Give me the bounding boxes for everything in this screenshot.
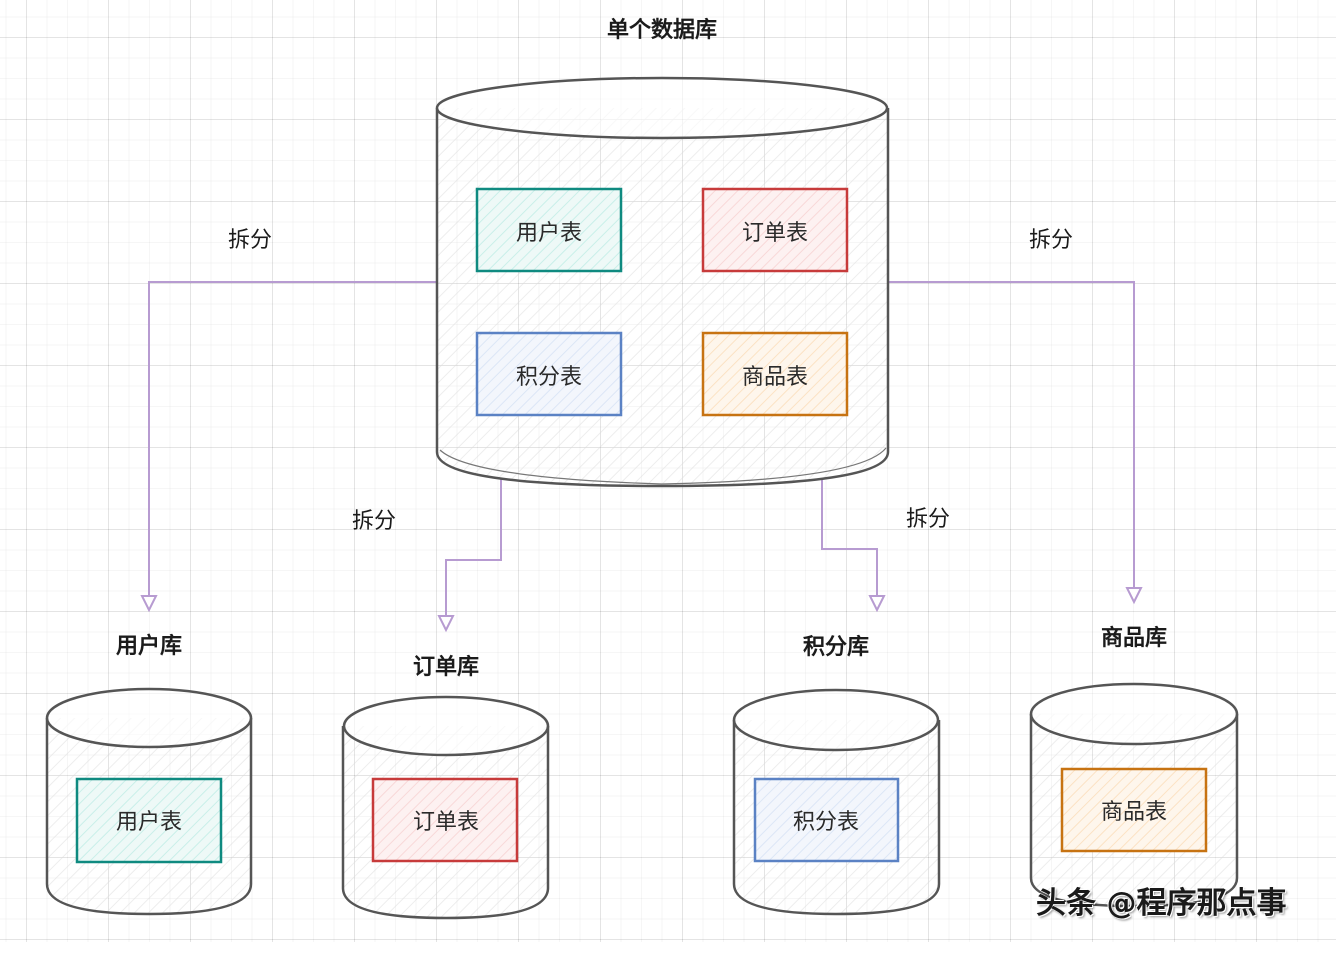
source-table-goods[interactable] (701, 331, 849, 417)
edge-label-order: 拆分 (351, 509, 397, 534)
target-table-order-label: 订单表 (412, 810, 480, 835)
target-table-user-label: 用户表 (115, 810, 183, 835)
source-table-order[interactable] (701, 187, 849, 273)
connectors (140, 281, 1143, 633)
source-table-user-label: 用户表 (515, 221, 583, 246)
arrowhead-goods-db (1125, 587, 1143, 605)
source-table-points[interactable] (475, 331, 623, 417)
source-table-user[interactable] (475, 187, 623, 273)
source-table-goods-label: 商品表 (741, 365, 809, 390)
target-table-points-label: 积分表 (792, 810, 860, 835)
target-db-order-title: 订单库 (412, 655, 480, 680)
source-table-order-label: 订单表 (741, 221, 809, 246)
edge-to-points-db (821, 478, 878, 602)
source-cylinder-top (435, 76, 889, 140)
edge-to-goods-db (888, 281, 1135, 594)
target-db-goods-title: 商品库 (1100, 626, 1168, 651)
target-database-order[interactable] (341, 695, 550, 920)
target-database-points[interactable] (732, 688, 941, 916)
diagram-svg (45, 76, 1239, 920)
edge-label-goods: 拆分 (1028, 228, 1074, 253)
source-table-points-label: 积分表 (515, 365, 583, 390)
arrowhead-user-db (140, 595, 158, 613)
target-db-user-title: 用户库 (115, 634, 183, 659)
edge-label-user: 拆分 (227, 228, 273, 253)
edge-to-order-db (445, 478, 502, 622)
edge-label-points: 拆分 (905, 507, 951, 532)
arrowhead-points-db (868, 595, 886, 613)
source-database-title: 单个数据库 (606, 18, 718, 43)
source-cylinder-body (435, 108, 890, 488)
arrowhead-order-db (437, 615, 455, 633)
target-database-goods[interactable] (1029, 682, 1239, 908)
edge-to-user-db (148, 281, 437, 602)
watermark: 头条 @程序那点事 (1036, 886, 1287, 921)
source-database-cylinder[interactable] (435, 76, 890, 488)
target-table-goods-label: 商品表 (1100, 800, 1168, 825)
target-database-user[interactable] (45, 687, 253, 916)
target-db-points-title: 积分库 (802, 635, 870, 660)
